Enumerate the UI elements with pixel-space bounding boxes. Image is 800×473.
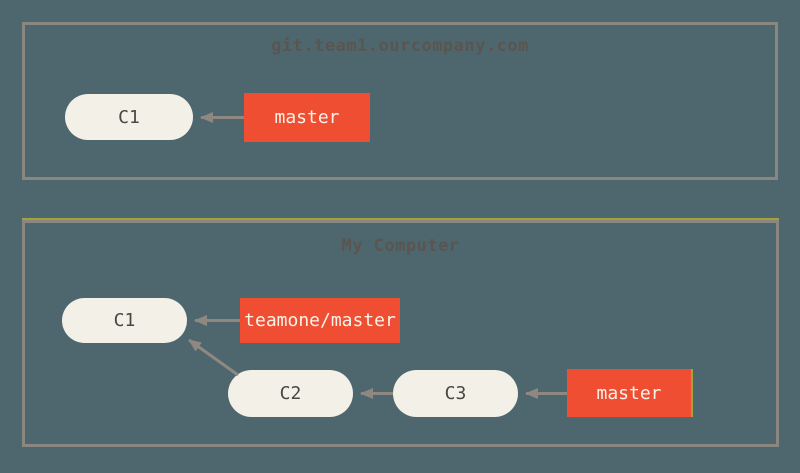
branch-label-teamone-master: teamone/master: [240, 298, 400, 343]
accent-line-horizontal: [22, 218, 779, 220]
local-computer-box: [22, 220, 779, 447]
commit-node-c1-local: C1: [62, 298, 187, 343]
remote-server-box: [22, 22, 778, 180]
remote-server-title: git.team1.ourcompany.com: [271, 36, 529, 56]
commit-node-c2-local: C2: [228, 370, 353, 417]
accent-line-vertical: [691, 369, 693, 417]
commit-node-c3-local: C3: [393, 370, 518, 417]
commit-node-c1-remote: C1: [65, 94, 193, 140]
branch-label-master-local: master: [567, 369, 691, 417]
local-computer-title: My Computer: [341, 236, 460, 256]
branch-label-master-remote: master: [244, 93, 370, 142]
